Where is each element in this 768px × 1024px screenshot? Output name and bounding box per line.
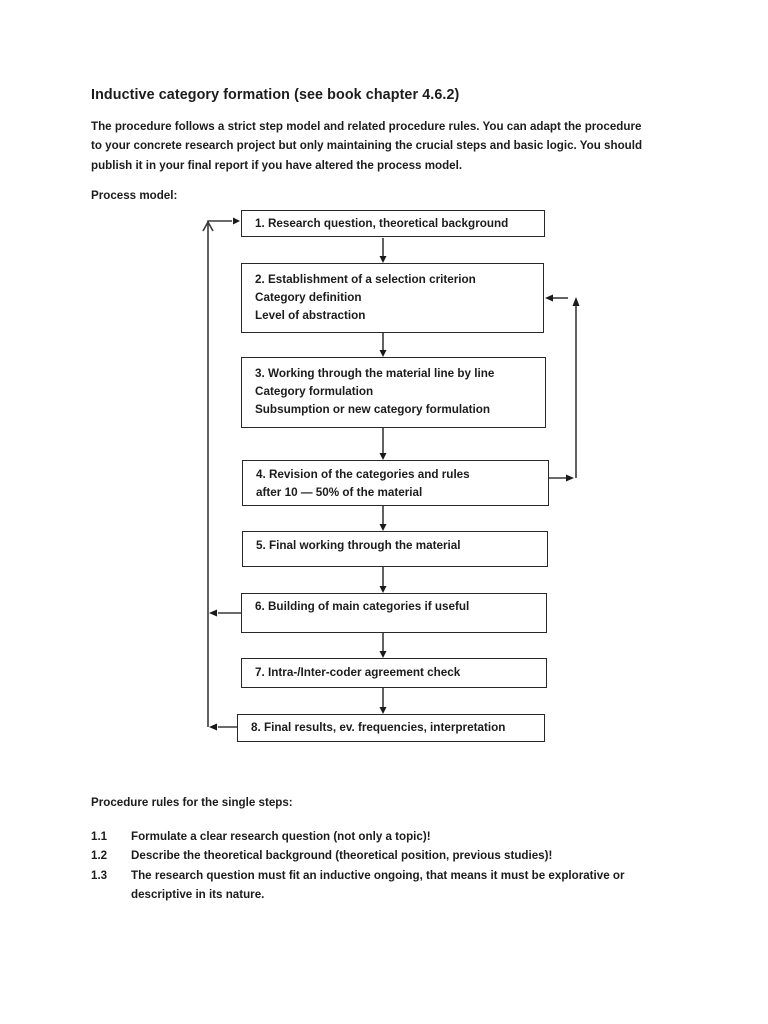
process-model-label: Process model: xyxy=(91,189,178,202)
rule-text: Describe the theoretical background (the… xyxy=(131,849,553,863)
rule-item-2: 1.2 Describe the theoretical background … xyxy=(91,846,701,865)
rule-text: Formulate a clear research question (not… xyxy=(131,830,431,843)
arrowhead-into-3 xyxy=(379,350,387,357)
rule-number: 1.2 xyxy=(91,849,108,863)
arrowhead-left-junction-8 xyxy=(209,723,217,731)
flow-step-7: 7. Intra-/Inter-coder agreement check xyxy=(241,658,547,688)
arrowhead-into-2-right xyxy=(545,294,553,302)
rule-number: 1.3 xyxy=(91,868,108,882)
flow-step-4: 4. Revision of the categories and rules … xyxy=(242,460,549,506)
arrowhead-into-7 xyxy=(379,651,387,658)
arrowhead-right-junction-4 xyxy=(566,474,574,482)
rule-number: 1.1 xyxy=(91,830,108,843)
feedback-left-up-chevron xyxy=(202,220,214,232)
arrowhead-into-5 xyxy=(379,524,387,531)
flow-step-5: 5. Final working through the material xyxy=(242,531,548,567)
feedback-left-trunk xyxy=(207,220,232,727)
arrowhead-into-1 xyxy=(233,217,240,225)
arrowhead-left-junction-6 xyxy=(209,609,217,617)
rules-heading: Procedure rules for the single steps: xyxy=(91,796,293,809)
flow-step-2: 2. Establishment of a selection criterio… xyxy=(241,263,544,333)
rule-item-1: 1.1 Formulate a clear research question … xyxy=(91,827,701,846)
rules-list: 1.1 Formulate a clear research question … xyxy=(91,827,701,905)
document-title: Inductive category formation (see book c… xyxy=(91,87,460,103)
flow-step-8: 8. Final results, ev. frequencies, inter… xyxy=(237,714,545,742)
rule-item-3: 1.3 The research question must fit an in… xyxy=(91,866,701,905)
intro-paragraph: The procedure follows a strict step mode… xyxy=(91,120,643,172)
flow-step-1: 1. Research question, theoretical backgr… xyxy=(241,210,545,237)
arrowhead-into-2 xyxy=(379,256,387,263)
rule-text: The research question must fit an induct… xyxy=(131,868,625,902)
flow-step-3: 3. Working through the material line by … xyxy=(241,357,546,428)
flow-step-6: 6. Building of main categories if useful xyxy=(241,593,547,633)
arrowhead-into-8 xyxy=(379,707,387,714)
arrowhead-into-4 xyxy=(379,453,387,460)
arrowhead-into-6 xyxy=(379,586,387,593)
arrowhead-right-up xyxy=(572,297,580,306)
